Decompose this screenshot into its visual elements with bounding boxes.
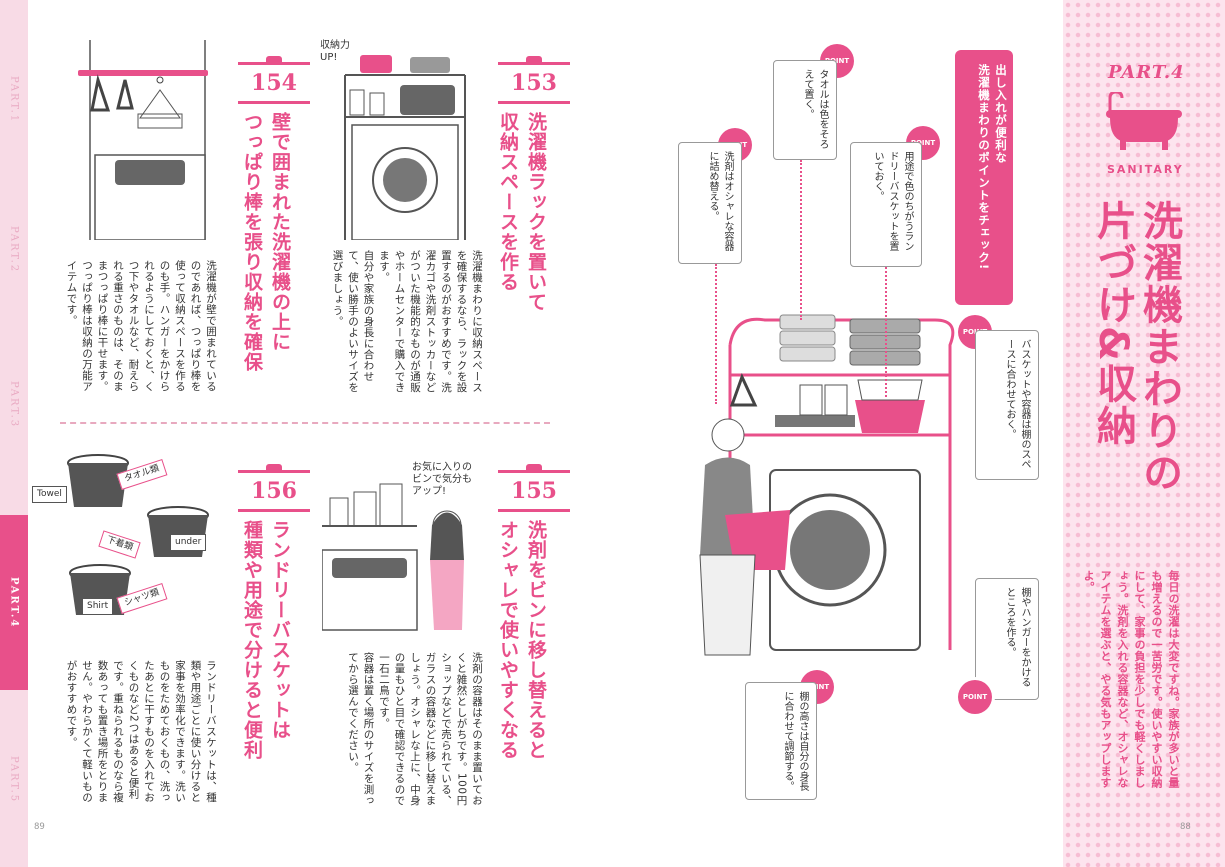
point-line-2: [715, 264, 717, 404]
page-number-left: 89: [34, 822, 45, 832]
point-badge-5: POINT: [958, 680, 992, 714]
part-navigation: PART.1 PART.2 PART.3 PART.4 PART.5: [0, 0, 28, 867]
tip-body-156: ランドリーバスケットは、種類や用途ごとに使い分けると家事を効率化できます。洗いも…: [65, 660, 218, 803]
tip-heading-153: 洗濯機ラックを置いて 収納スペースを作る: [497, 112, 547, 312]
tip-body-153: 洗濯機まわりに収納スペースを確保するなら、ラックを設置するのがおすすめです。洗濯…: [331, 250, 484, 393]
nav-part-3[interactable]: PART.3: [8, 381, 20, 429]
page-number-right: 88: [1180, 822, 1191, 832]
tip-heading-154: 壁で囲まれた洗濯機の上に つっぱり棒を張り収納を確保: [241, 112, 291, 372]
nav-part-1[interactable]: PART.1: [8, 76, 20, 124]
nav-part-2[interactable]: PART.2: [8, 226, 20, 274]
point-towels: タオルは色をそろえて置く。: [773, 60, 837, 160]
tension-rod-illustration: [70, 40, 220, 241]
part-title-band: [1063, 0, 1225, 867]
tip-number-155: 155: [498, 464, 570, 512]
checklist-ribbon: 出し入れが便利な 洗濯機まわりのポイントをチェック!: [955, 50, 1013, 305]
bathtub-icon: [1100, 90, 1188, 152]
point-line-3: [885, 267, 887, 397]
section-divider: [60, 422, 550, 424]
rack-caption: 収納力 UP!: [320, 40, 350, 63]
basket-tag-shirt: Shirt: [82, 598, 114, 615]
page-title: 洗濯機まわりの 片づけ&収納: [1090, 200, 1182, 494]
point-detergent: 洗剤はオシャレな容器に詰め替える。: [678, 142, 742, 264]
bottle-caption: お気に入りの ビンで気分も アップ!: [412, 462, 472, 497]
point-shelf-height: 棚の高さは自分の身長に合わせて調節する。: [745, 682, 817, 800]
tip-heading-156: ランドリーバスケットは 種類や用途で分けると便利: [241, 520, 291, 760]
tip-number-154: 154: [238, 56, 310, 104]
tip-number-156: 156: [238, 464, 310, 512]
laundry-area-illustration: [680, 305, 960, 685]
part-title: PART.4: [1108, 62, 1185, 83]
bottles-illustration: [321, 470, 482, 640]
point-baskets: 用途で色のちがうランドリーバスケットを置いておく。: [850, 142, 922, 267]
tip-body-155: 洗剤の容器はそのまま置いておくと雑然としがちです。100円ショップなどで売られて…: [347, 652, 483, 806]
basket-tag-towel: Towel: [32, 486, 67, 503]
nav-part-4[interactable]: PART.4: [0, 515, 28, 690]
laundry-rack-illustration: [330, 55, 475, 241]
category-label: SANITARY: [1107, 163, 1184, 176]
nav-part-5[interactable]: PART.5: [8, 756, 20, 804]
tip-number-153: 153: [498, 56, 570, 104]
tip-heading-155: 洗剤をビンに移し替えると オシャレで使いやすくなる: [497, 520, 547, 760]
point-hanger: 棚やハンガーをかけるところを作る。: [975, 578, 1039, 700]
basket-tag-under: under: [170, 534, 207, 551]
tip-body-154: 洗濯機が壁で囲まれているのであれば、つっぱり棒を使って収納スペースを作るのも手。…: [65, 260, 218, 392]
point-line-1: [800, 160, 802, 320]
point-shelf-fit: バスケットや容器は棚のスペースに合わせておく。: [975, 330, 1039, 480]
intro-text: 毎日の洗濯は大変ですね。家族が多いと量も増えるので一苦労です。使いやすい収納にし…: [1082, 570, 1180, 789]
